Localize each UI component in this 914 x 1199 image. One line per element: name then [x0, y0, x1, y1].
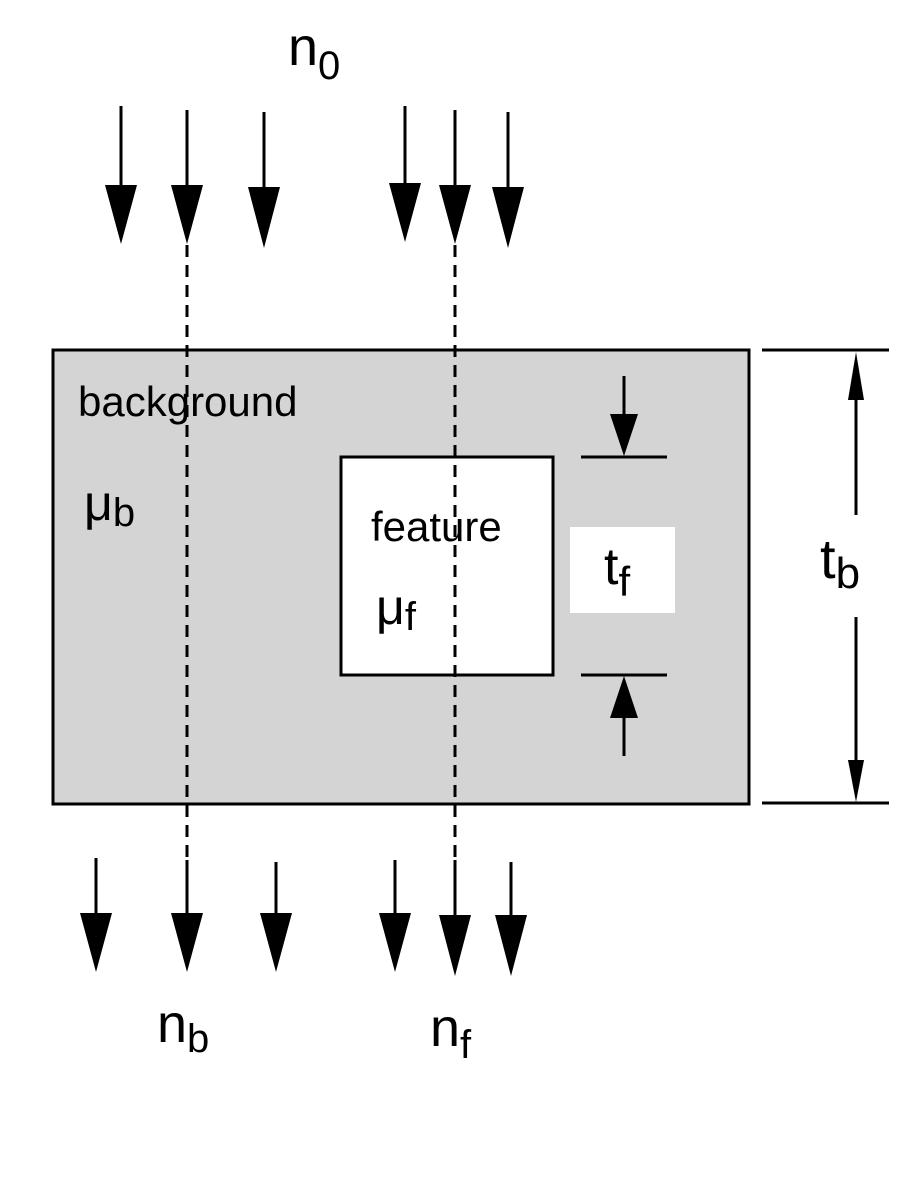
tb-up-arrow-head — [848, 352, 864, 400]
incident-arrow-head — [389, 183, 421, 242]
n0-label: n0 — [288, 17, 340, 88]
incident-arrow-head — [171, 185, 203, 244]
background-label: background — [78, 378, 298, 425]
incident-arrow-head — [439, 185, 471, 244]
transmitted-arrow-head — [171, 913, 203, 972]
tf-top-arrow-head — [610, 414, 638, 456]
transmitted-arrow-head — [439, 915, 471, 976]
transmitted-arrow-head — [260, 913, 292, 972]
transmitted-arrow-head — [80, 913, 112, 972]
feature-box — [339, 455, 555, 677]
feature-label: feature — [371, 503, 502, 550]
incident-arrow-head — [105, 185, 137, 244]
incident-arrow-head — [248, 187, 280, 248]
incident-arrow-head — [492, 187, 524, 248]
tf-bottom-arrow-head — [610, 676, 638, 718]
tf-dimension — [581, 376, 667, 756]
nb-label: nb — [157, 994, 209, 1061]
tb-down-arrow-head — [848, 760, 864, 802]
tb-dimension — [762, 348, 889, 805]
mu-b-label: μb — [84, 475, 135, 535]
mu-f-label: μf — [376, 579, 417, 639]
nf-label: nf — [430, 998, 472, 1067]
transmitted-arrow-head — [495, 915, 527, 976]
transmitted-arrow-head — [379, 913, 411, 972]
tf-label-box — [570, 527, 675, 613]
transmitted-arrows — [80, 858, 527, 976]
incident-arrows — [105, 106, 524, 248]
tf-label: tf — [604, 538, 630, 605]
tb-label: tb — [820, 527, 860, 598]
